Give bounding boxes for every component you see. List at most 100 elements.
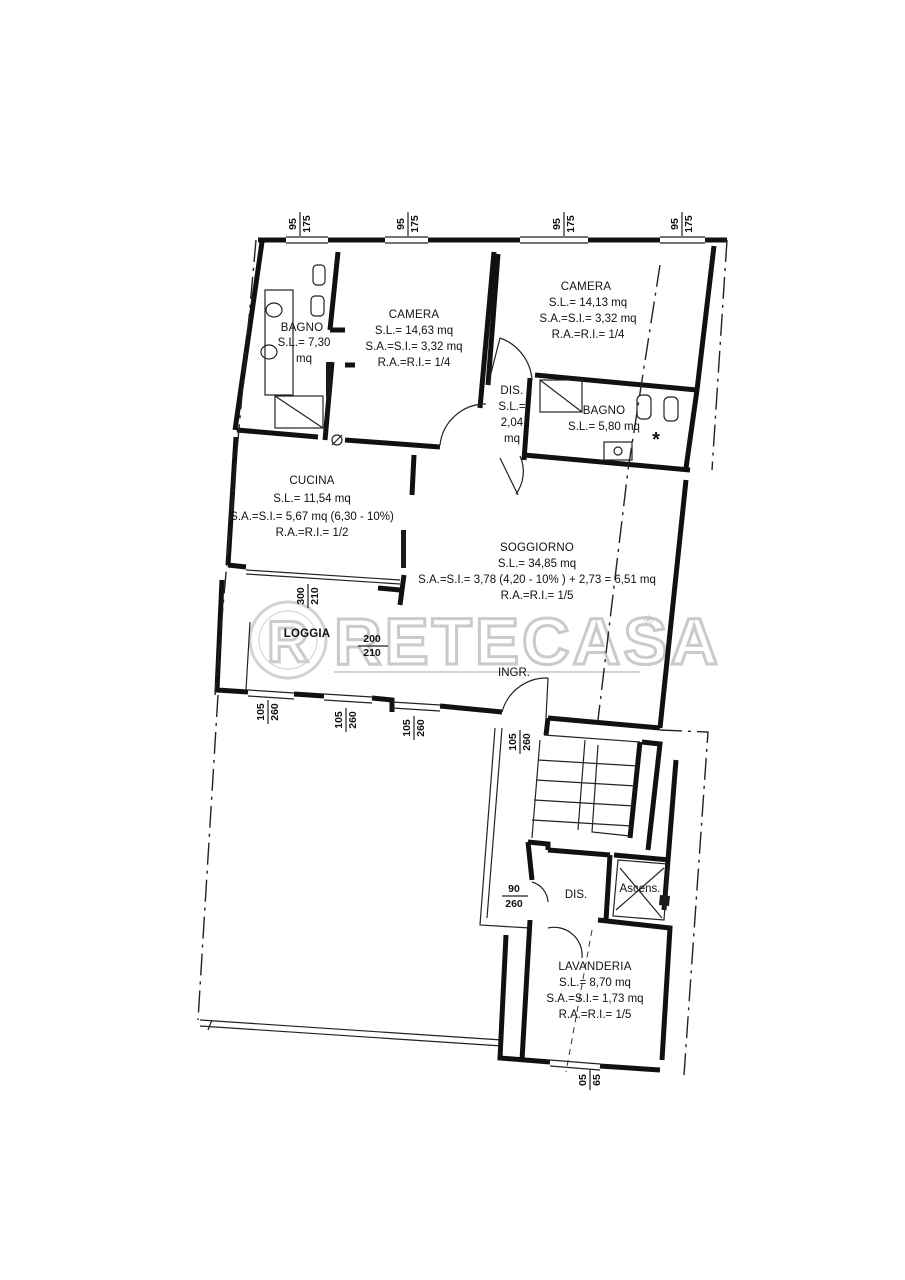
- dimension-height: 175: [565, 215, 577, 233]
- sink-icon: [603, 441, 633, 461]
- sink-icon: [265, 302, 283, 318]
- sink-icon: [260, 344, 278, 360]
- bidet-icon: [663, 396, 679, 422]
- room-name: BAGNO: [583, 405, 626, 417]
- room-area-unit: mq: [296, 353, 312, 365]
- room-area: S.L.= 14,13 mq: [549, 297, 627, 309]
- room-area-unit: mq: [504, 433, 520, 445]
- toilet-icon: [636, 394, 652, 420]
- dimension-width: 105: [401, 719, 413, 737]
- dimension-width: 300: [295, 587, 307, 605]
- room-area: S.L.= 34,85 mq: [498, 558, 576, 570]
- dimension-width: 95: [669, 218, 681, 230]
- room-soggiorno: SOGGIORNO S.L.= 34,85 mq S.A.=S.I.= 3,78…: [418, 542, 656, 602]
- room-lavanderia: LAVANDERIA S.L.= 8,70 mq S.A.=S.I.= 1,73…: [546, 961, 643, 1021]
- room-loggia: LOGGIA: [284, 628, 331, 640]
- room-ratio: R.A.=R.I.= 1/4: [378, 357, 451, 369]
- room-cucina: CUCINA S.L.= 11,54 mq S.A.=S.I.= 5,67 mq…: [230, 475, 394, 539]
- dimension-height: 65: [591, 1074, 603, 1086]
- asterisk-symbol: *: [652, 429, 660, 451]
- room-area: S.L.= 7,30: [278, 337, 331, 349]
- room-dis-top: DIS. S.L.= 2,04 mq: [498, 385, 525, 445]
- dimension-height: 175: [409, 215, 421, 233]
- room-name: SOGGIORNO: [500, 542, 574, 554]
- dimension-width: 105: [333, 711, 345, 729]
- room-name: Ascens.: [620, 883, 661, 895]
- shower-icon: [274, 395, 324, 429]
- dimension-height: 260: [505, 898, 523, 910]
- room-name: LAVANDERIA: [558, 961, 631, 973]
- room-name: LOGGIA: [284, 628, 331, 640]
- gas-valve-icon: [331, 434, 343, 446]
- watermark-logo-inner-icon: [258, 610, 318, 670]
- room-area: S.L.=: [498, 401, 525, 413]
- room-ingresso: INGR.: [498, 667, 530, 679]
- watermark-logo-icon: [248, 600, 328, 680]
- room-bagno-left: BAGNO S.L.= 7,30 mq: [278, 322, 331, 365]
- room-name: INGR.: [498, 667, 530, 679]
- dimension-width: 200: [363, 633, 381, 645]
- room-ratio: R.A.=R.I.= 1/5: [501, 590, 574, 602]
- dimension-width: 105: [255, 703, 267, 721]
- room-name: CAMERA: [561, 281, 612, 293]
- door-dimension-ingresso: 105 260: [507, 730, 533, 754]
- room-surface: S.A.=S.I.= 1,73 mq: [546, 993, 643, 1005]
- dimension-height: 260: [415, 719, 427, 737]
- room-name: CAMERA: [389, 309, 440, 321]
- room-dis-bottom: DIS.: [565, 889, 587, 901]
- room-area: S.L.= 8,70 mq: [559, 977, 631, 989]
- dimension-width: 105: [507, 733, 519, 751]
- room-area-value: 2,04: [501, 417, 524, 429]
- watermark-logo-letter: R: [267, 610, 309, 675]
- room-name: DIS.: [565, 889, 587, 901]
- room-bagno-right: BAGNO S.L.= 5,80 mq *: [568, 405, 660, 451]
- watermark-registered: ®: [644, 613, 653, 627]
- room-ascensore: Ascens.: [620, 883, 661, 895]
- dimension-height: 210: [309, 587, 321, 605]
- walls: [197, 236, 728, 1076]
- dimension-width: 90: [508, 883, 520, 895]
- room-area: S.L.= 5,80 mq: [568, 421, 640, 433]
- room-ratio: R.A.=R.I.= 1/5: [559, 1009, 632, 1021]
- room-surface: S.A.=S.I.= 3,32 mq: [365, 341, 462, 353]
- room-ratio: R.A.=R.I.= 1/4: [552, 329, 625, 341]
- dimension-height: 260: [347, 711, 359, 729]
- window-dimension-top-4: 95 175: [669, 212, 695, 236]
- room-area: S.L.= 14,63 mq: [375, 325, 453, 337]
- dimension-width: 05: [577, 1074, 589, 1086]
- dimension-width: 95: [287, 218, 299, 230]
- door-dimension-loggia: 200 210: [358, 633, 388, 659]
- window-dimension-bottom: 05 65: [577, 1070, 603, 1090]
- door-dimension-dis: 90 260: [502, 883, 528, 910]
- window-dimension-kitchen-loggia: 300 210: [295, 584, 321, 608]
- window-dimension-top-1: 95 175: [287, 212, 313, 236]
- dimension-height: 260: [269, 703, 281, 721]
- room-camera-right: CAMERA S.L.= 14,13 mq S.A.=S.I.= 3,32 mq…: [539, 281, 636, 341]
- dimension-height: 175: [683, 215, 695, 233]
- shower-icon: [539, 379, 583, 413]
- window-dimension-top-3: 95 175: [551, 212, 577, 236]
- room-camera-middle: CAMERA S.L.= 14,63 mq S.A.=S.I.= 3,32 mq…: [365, 309, 462, 369]
- watermark-text: RETECASA: [334, 604, 721, 678]
- dimension-height: 175: [301, 215, 313, 233]
- bidet-icon: [310, 295, 325, 317]
- watermark: R RETECASA ®: [248, 600, 721, 680]
- room-ratio: R.A.=R.I.= 1/2: [276, 527, 349, 539]
- room-name: BAGNO: [281, 322, 324, 334]
- dimension-width: 95: [551, 218, 563, 230]
- dimension-width: 95: [395, 218, 407, 230]
- room-surface: S.A.=S.I.= 5,67 mq (6,30 - 10%): [230, 511, 394, 523]
- dimension-height: 210: [363, 647, 381, 659]
- window-dimension-loggia-2: 105 260: [333, 708, 359, 732]
- dimension-height: 260: [521, 733, 533, 751]
- doors: [326, 337, 583, 959]
- toilet-icon: [312, 264, 326, 286]
- room-surface: S.A.=S.I.= 3,32 mq: [539, 313, 636, 325]
- room-surface: S.A.=S.I.= 3,78 (4,20 - 10% ) + 2,73 = 6…: [418, 574, 656, 586]
- window-dimension-loggia-1: 105 260: [255, 700, 281, 724]
- window-dimension-loggia-3: 105 260: [401, 716, 427, 740]
- room-area: S.L.= 11,54 mq: [273, 493, 350, 505]
- fixtures: [260, 264, 679, 1073]
- room-name: CUCINA: [289, 475, 334, 487]
